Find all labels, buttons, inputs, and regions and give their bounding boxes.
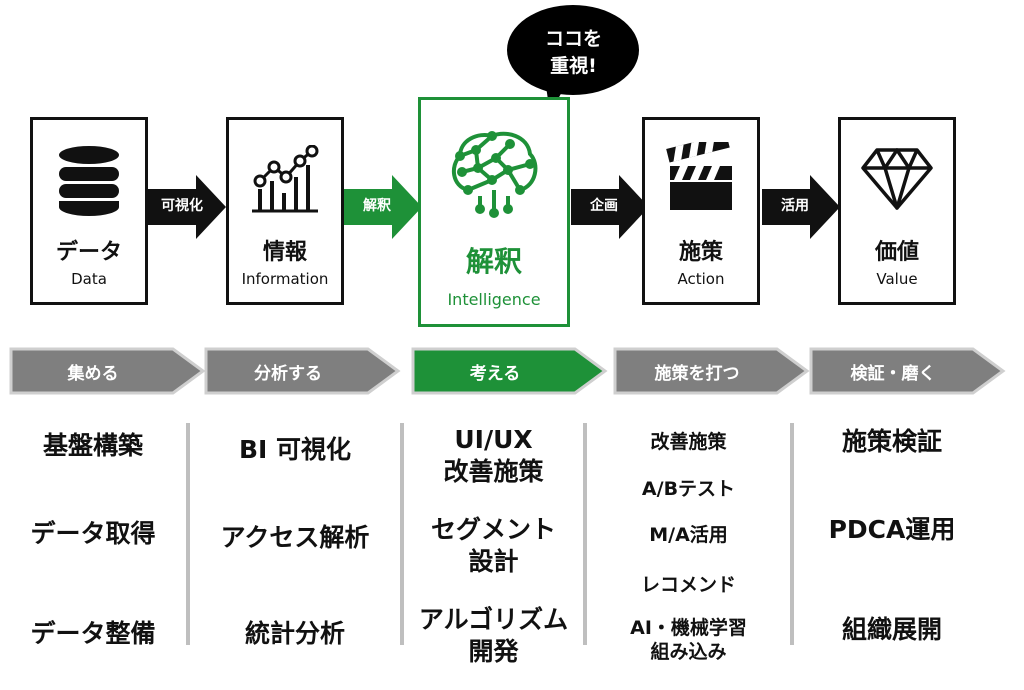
phase-label-analyze: 分析する xyxy=(254,364,322,384)
column-item: データ整備 xyxy=(30,619,156,648)
clapperboard-icon xyxy=(666,142,732,210)
column-item: 統計分析 xyxy=(244,619,345,648)
arrow-utilize xyxy=(762,175,840,239)
column-item: 基盤構築 xyxy=(42,431,143,460)
column-item-line: セグメント xyxy=(430,515,556,544)
arrow-interpret xyxy=(344,175,422,239)
column-item: レコメンド xyxy=(640,574,736,596)
bubble-line-2: 重視! xyxy=(550,55,597,77)
column-item: 改善施策 xyxy=(650,431,727,453)
phase-chevron-highlight xyxy=(411,347,608,395)
phase-label-verify: 検証・磨く xyxy=(850,364,936,384)
column-item: M/A活用 xyxy=(649,524,728,546)
stage-data-box: データ Data xyxy=(30,117,148,305)
column-item: アルゴリズム 開発 xyxy=(404,604,583,668)
column-divider xyxy=(583,423,587,645)
stage-intelligence-box: 解釈 Intelligence xyxy=(418,97,570,327)
column-item: データ取得 xyxy=(30,519,156,548)
bubble-text: ココを 重視! xyxy=(506,26,641,80)
phase-label-think: 考える xyxy=(469,364,521,384)
stage-subtitle: Value xyxy=(876,270,918,288)
bubble-line-1: ココを xyxy=(544,28,602,50)
column-divider xyxy=(790,423,794,645)
column-item-line: 設計 xyxy=(468,547,519,576)
stage-information-box: 情報 Information xyxy=(226,117,344,305)
connector-label: 活用 xyxy=(781,198,809,214)
column-item: 施策検証 xyxy=(841,427,942,456)
database-icon xyxy=(59,146,119,216)
column-item-line: AI・機械学習 xyxy=(630,617,747,639)
line-chart-icon xyxy=(252,145,319,213)
stage-subtitle: Data xyxy=(71,270,107,288)
stage-subtitle: Action xyxy=(677,270,725,288)
column-item: セグメント 設計 xyxy=(404,514,583,578)
phase-chevron xyxy=(9,347,206,395)
column-item-line: 改善施策 xyxy=(443,457,544,486)
column-item-line: 組み込み xyxy=(650,641,727,663)
stage-title: データ xyxy=(55,240,122,265)
column-divider xyxy=(186,423,190,645)
column-item-line: 開発 xyxy=(468,637,519,666)
connector-label: 可視化 xyxy=(161,198,203,214)
column-item-line: アルゴリズム xyxy=(418,605,569,634)
diamond-icon xyxy=(861,148,933,210)
arrow-plan xyxy=(571,175,649,239)
phase-chevron xyxy=(204,347,401,395)
phase-label-collect: 集める xyxy=(67,364,119,384)
arrow-visualize xyxy=(148,175,226,239)
stage-title: 価値 xyxy=(874,240,919,265)
stage-value-box: 価値 Value xyxy=(838,117,956,305)
phase-chevron xyxy=(613,347,810,395)
phase-label-act: 施策を打つ xyxy=(654,364,740,384)
column-item: 組織展開 xyxy=(841,615,942,644)
column-item: アクセス解析 xyxy=(220,523,370,552)
stage-action-box: 施策 Action xyxy=(642,117,760,305)
stage-title: 施策 xyxy=(678,240,723,265)
phase-chevron xyxy=(809,347,1006,395)
column-item: UI/UX 改善施策 xyxy=(404,424,583,488)
column-item: PDCA運用 xyxy=(828,515,956,544)
stage-subtitle: Intelligence xyxy=(447,290,541,309)
stage-subtitle: Information xyxy=(241,270,329,288)
brain-network-icon xyxy=(451,131,538,218)
column-divider xyxy=(400,423,404,645)
stage-title: 解釈 xyxy=(465,245,522,278)
column-item: BI 可視化 xyxy=(238,435,352,464)
stage-title: 情報 xyxy=(262,240,307,265)
column-item: A/Bテスト xyxy=(641,478,736,500)
column-item: AI・機械学習 組み込み xyxy=(587,616,790,664)
connector-label: 解釈 xyxy=(363,198,391,214)
connector-label: 企画 xyxy=(590,198,618,214)
column-item-line: UI/UX xyxy=(454,425,533,454)
